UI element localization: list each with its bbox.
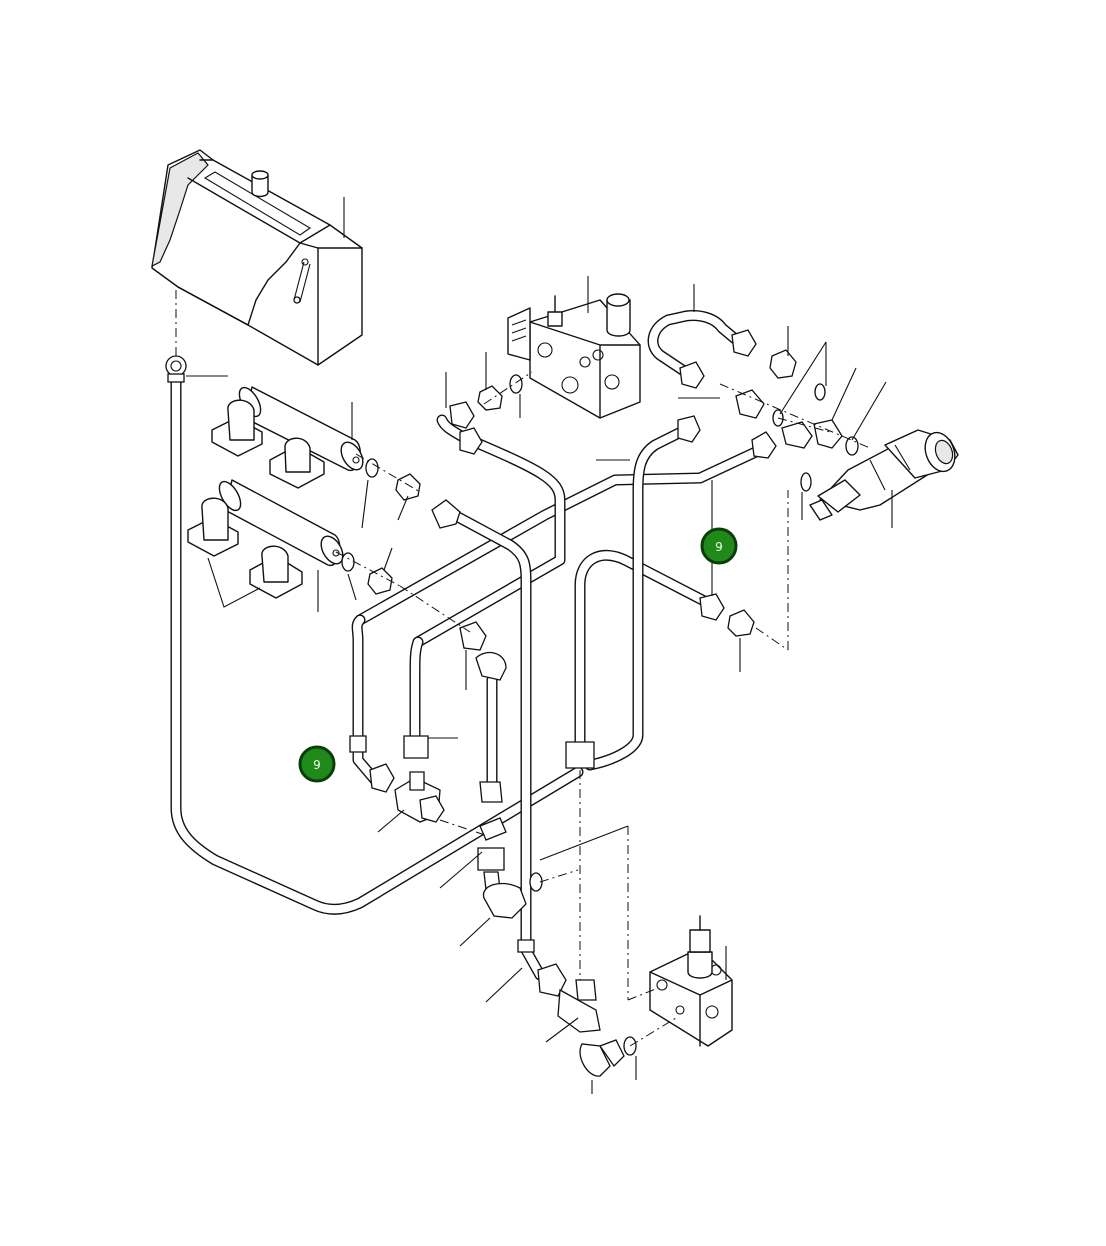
filter-lower: [187, 479, 344, 599]
hydraulic-tank: [151, 149, 363, 366]
callout-label-lower: 9: [313, 758, 321, 772]
o-ring-pump: [800, 472, 812, 492]
hydraulic-pump: [809, 429, 959, 521]
auxiliary-valve-block: [649, 915, 733, 1047]
callout-badge-upper[interactable]: 9: [700, 527, 738, 565]
control-valve-block: [507, 293, 641, 419]
hydraulic-pipes: [170, 310, 766, 981]
part-leader-lines: [186, 284, 887, 1094]
callout-label-upper: 9: [715, 540, 723, 554]
filter-upper: [211, 386, 364, 489]
pipe-fittings: [165, 329, 843, 1077]
leader-filter-clamps: [207, 557, 261, 608]
assembly-centerlines: [175, 290, 871, 1047]
callout-badge-lower[interactable]: 9: [298, 745, 336, 783]
